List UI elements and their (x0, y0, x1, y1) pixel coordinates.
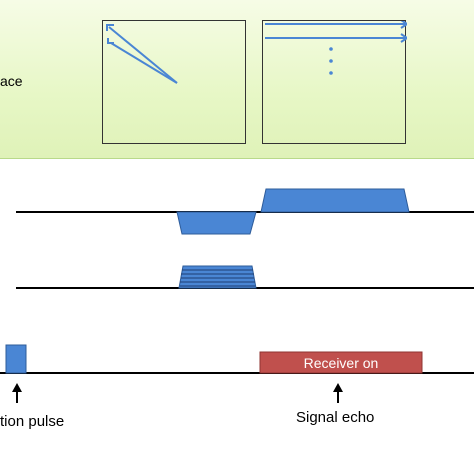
continuation-dot (329, 71, 333, 75)
kspace-band (0, 0, 474, 159)
kspace-label: ace (0, 73, 23, 89)
kspace-trajectory-right (265, 21, 407, 75)
kspace-panel-left (102, 20, 246, 144)
signal-echo-label: Signal echo (296, 409, 375, 426)
excitation-pulse (5, 344, 27, 374)
readout-prephaser-lobe (176, 211, 257, 235)
kspace-panel-right (262, 20, 407, 144)
receiver-on-label: Receiver on (303, 355, 379, 371)
excitation-arrow (12, 383, 22, 403)
phase-encoding-table (178, 265, 257, 289)
echo-arrow (333, 383, 343, 403)
continuation-dot (329, 59, 333, 63)
continuation-dot (329, 47, 333, 51)
readout-gradient-lobe (260, 188, 410, 213)
kspace-trajectory-left (106, 24, 178, 84)
receiver-window (259, 351, 423, 374)
excitation-pulse-label: tion pulse (0, 413, 65, 430)
